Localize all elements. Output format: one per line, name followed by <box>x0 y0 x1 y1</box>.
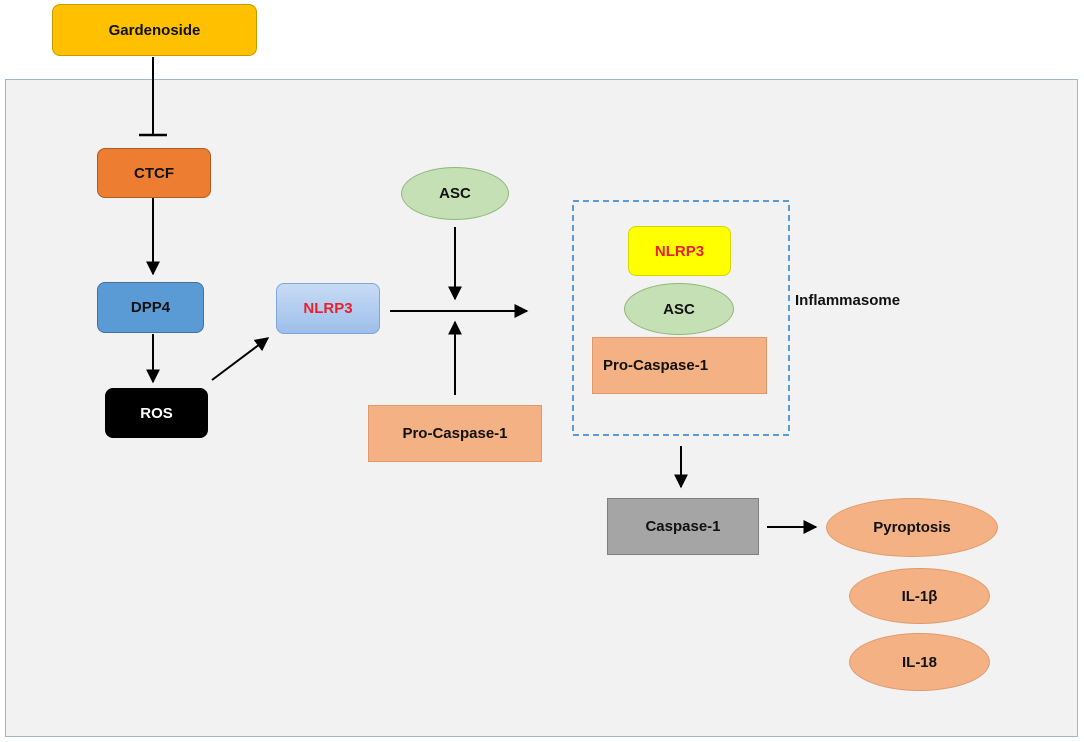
ctcf-node: CTCF <box>97 148 211 198</box>
arrow-ros-nlrp3 <box>211 337 270 381</box>
il-18-node: IL-18 <box>849 633 990 691</box>
inflammasome-label: Inflammasome <box>795 292 901 309</box>
ros-label: ROS <box>140 404 173 422</box>
asc-label: ASC <box>439 185 471 202</box>
pro-caspase-1-node: Pro-Caspase-1 <box>368 405 542 462</box>
asc-node: ASC <box>401 167 509 220</box>
il-18-label: IL-18 <box>901 653 937 671</box>
pyroptosis-label: Pyroptosis <box>873 519 951 536</box>
nlrp3-node: NLRP3 <box>276 283 380 334</box>
ros-node: ROS <box>105 388 208 438</box>
dpp4-node: DPP4 <box>97 282 204 333</box>
pro-caspase-1-label: Pro-Caspase-1 <box>402 425 508 442</box>
complex-nlrp3-label: NLRP3 <box>654 242 705 260</box>
nlrp3-label: NLRP3 <box>303 300 353 317</box>
il-1b-label: IL-1β <box>901 587 938 605</box>
pyroptosis-node: Pyroptosis <box>826 498 998 557</box>
complex-pro-caspase-1-label: Pro-Caspase-1 <box>603 357 709 374</box>
gardenoside-node: Gardenoside <box>52 4 257 56</box>
caspase-1-node: Caspase-1 <box>607 498 759 555</box>
dpp4-label: DPP4 <box>130 299 171 316</box>
complex-nlrp3-node: NLRP3 <box>628 226 731 276</box>
complex-asc-label: ASC <box>663 300 695 318</box>
gardenoside-label: Gardenoside <box>108 21 201 39</box>
complex-pro-caspase-1-node: Pro-Caspase-1 <box>592 337 767 394</box>
il-1b-node: IL-1β <box>849 568 990 624</box>
inflammasome-box <box>572 200 790 436</box>
complex-asc-node: ASC <box>624 283 734 335</box>
caspase-1-label: Caspase-1 <box>645 518 721 535</box>
ctcf-label: CTCF <box>134 164 174 182</box>
